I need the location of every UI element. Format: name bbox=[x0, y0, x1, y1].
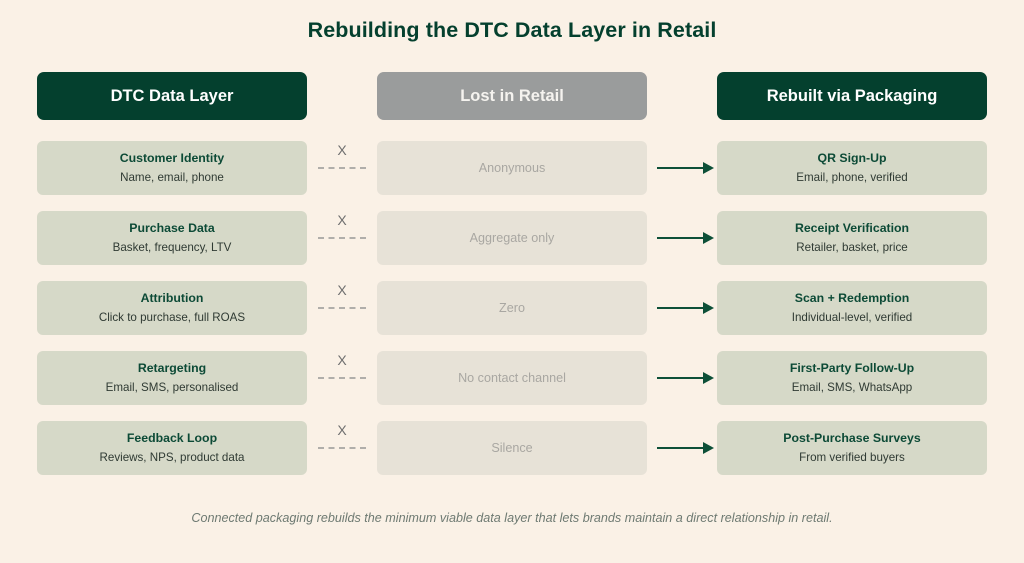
arrow-head-icon bbox=[703, 372, 714, 384]
rebuilt-connector bbox=[647, 351, 717, 405]
rebuilt-card-subtitle: Individual-level, verified bbox=[791, 310, 913, 324]
rebuilt-card-subtitle: Email, phone, verified bbox=[796, 170, 908, 184]
x-mark-icon: X bbox=[337, 142, 347, 158]
dtc-card-title: Attribution bbox=[140, 291, 204, 306]
rebuilt-card: QR Sign-Up Email, phone, verified bbox=[717, 141, 987, 195]
page-title: Rebuilding the DTC Data Layer in Retail bbox=[307, 18, 717, 42]
lost-card: Aggregate only bbox=[377, 211, 647, 265]
dtc-card-title: Purchase Data bbox=[129, 221, 215, 236]
lost-card: Silence bbox=[377, 421, 647, 475]
rebuilt-card-title: QR Sign-Up bbox=[817, 151, 887, 166]
footer-caption: Connected packaging rebuilds the minimum… bbox=[191, 511, 833, 525]
dtc-card-title: Retargeting bbox=[137, 361, 207, 376]
column-header-dtc-data-layer: DTC Data Layer bbox=[37, 72, 307, 120]
rebuilt-card-title: First-Party Follow-Up bbox=[789, 361, 915, 376]
lost-card-label: No contact channel bbox=[458, 370, 566, 385]
dtc-card: Purchase Data Basket, frequency, LTV bbox=[37, 211, 307, 265]
dtc-card: Attribution Click to purchase, full ROAS bbox=[37, 281, 307, 335]
arrow-right-icon bbox=[657, 447, 705, 449]
rebuilt-card: Receipt Verification Retailer, basket, p… bbox=[717, 211, 987, 265]
diagram-row: Feedback Loop Reviews, NPS, product data… bbox=[0, 421, 1024, 475]
diagram-row: Attribution Click to purchase, full ROAS… bbox=[0, 281, 1024, 335]
rebuilt-connector bbox=[647, 421, 717, 475]
rebuilt-card-title: Receipt Verification bbox=[794, 221, 910, 236]
lost-card-label: Anonymous bbox=[478, 160, 546, 175]
broken-connector: X bbox=[307, 211, 377, 265]
rebuilt-connector bbox=[647, 211, 717, 265]
arrow-head-icon bbox=[703, 442, 714, 454]
diagram-row: Retargeting Email, SMS, personalised X N… bbox=[0, 351, 1024, 405]
dtc-card: Retargeting Email, SMS, personalised bbox=[37, 351, 307, 405]
dtc-card-title: Customer Identity bbox=[119, 151, 225, 166]
broken-connector: X bbox=[307, 351, 377, 405]
rebuilt-card-subtitle: From verified buyers bbox=[799, 450, 905, 464]
rebuilt-connector bbox=[647, 141, 717, 195]
column-header-rebuilt-via-packaging: Rebuilt via Packaging bbox=[717, 72, 987, 120]
column-header-lost-in-retail: Lost in Retail bbox=[377, 72, 647, 120]
rebuilt-card: First-Party Follow-Up Email, SMS, WhatsA… bbox=[717, 351, 987, 405]
diagram-row: Customer Identity Name, email, phone X A… bbox=[0, 141, 1024, 195]
dtc-card-title: Feedback Loop bbox=[126, 431, 218, 446]
x-mark-icon: X bbox=[337, 352, 347, 368]
rebuilt-card-subtitle: Email, SMS, WhatsApp bbox=[791, 380, 913, 394]
arrow-right-icon bbox=[657, 167, 705, 169]
dtc-card-subtitle: Email, SMS, personalised bbox=[105, 380, 239, 394]
rebuilt-card: Post-Purchase Surveys From verified buye… bbox=[717, 421, 987, 475]
x-mark-icon: X bbox=[337, 212, 347, 228]
rebuilt-card: Scan + Redemption Individual-level, veri… bbox=[717, 281, 987, 335]
dashed-line-icon bbox=[318, 307, 366, 309]
rebuilt-card-title: Scan + Redemption bbox=[794, 291, 910, 306]
arrow-head-icon bbox=[703, 162, 714, 174]
lost-card: No contact channel bbox=[377, 351, 647, 405]
lost-card-label: Aggregate only bbox=[469, 230, 555, 245]
rebuilt-connector bbox=[647, 281, 717, 335]
dtc-card-subtitle: Basket, frequency, LTV bbox=[112, 240, 232, 254]
rebuilt-card-title: Post-Purchase Surveys bbox=[783, 431, 921, 446]
dashed-line-icon bbox=[318, 377, 366, 379]
dtc-card: Feedback Loop Reviews, NPS, product data bbox=[37, 421, 307, 475]
lost-card-label: Zero bbox=[499, 300, 525, 315]
diagram-row: Purchase Data Basket, frequency, LTV X A… bbox=[0, 211, 1024, 265]
lost-card: Anonymous bbox=[377, 141, 647, 195]
lost-card: Zero bbox=[377, 281, 647, 335]
arrow-right-icon bbox=[657, 377, 705, 379]
broken-connector: X bbox=[307, 281, 377, 335]
arrow-head-icon bbox=[703, 302, 714, 314]
dashed-line-icon bbox=[318, 447, 366, 449]
broken-connector: X bbox=[307, 141, 377, 195]
dtc-card-subtitle: Click to purchase, full ROAS bbox=[98, 310, 246, 324]
dtc-card-subtitle: Reviews, NPS, product data bbox=[99, 450, 245, 464]
lost-card-label: Silence bbox=[491, 440, 533, 455]
dtc-card: Customer Identity Name, email, phone bbox=[37, 141, 307, 195]
x-mark-icon: X bbox=[337, 282, 347, 298]
broken-connector: X bbox=[307, 421, 377, 475]
arrow-head-icon bbox=[703, 232, 714, 244]
rebuilt-card-subtitle: Retailer, basket, price bbox=[796, 240, 908, 254]
arrow-right-icon bbox=[657, 237, 705, 239]
arrow-right-icon bbox=[657, 307, 705, 309]
dashed-line-icon bbox=[318, 167, 366, 169]
x-mark-icon: X bbox=[337, 422, 347, 438]
dashed-line-icon bbox=[318, 237, 366, 239]
dtc-card-subtitle: Name, email, phone bbox=[120, 170, 224, 184]
